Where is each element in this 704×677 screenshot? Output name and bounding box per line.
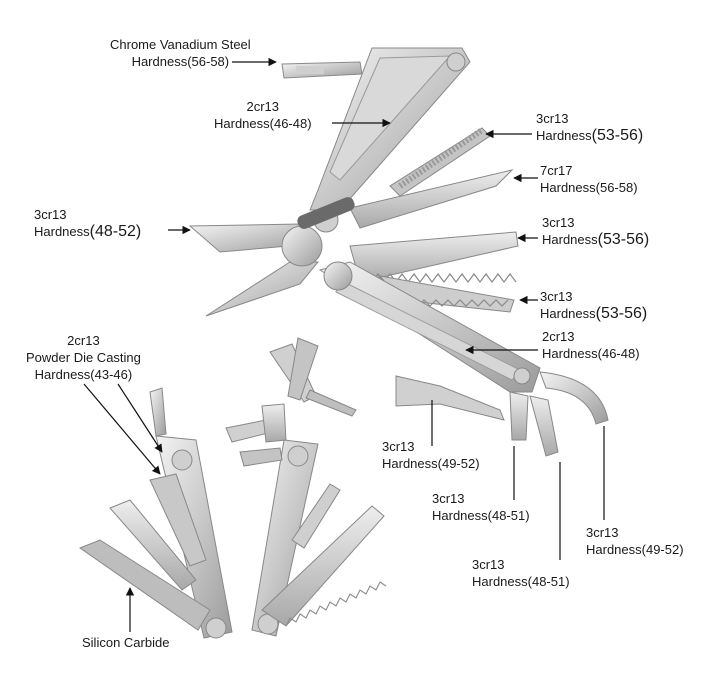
label-handle-bottom-hardness: Hardness(46-48) [542,346,640,361]
bottom-right-handle [251,439,319,637]
label-opener-hardness: Hardness(49-52) [586,542,684,557]
label-handle-top: 2cr13 Hardness(46-48) [214,98,312,132]
label-saw-mid-hardness: Hardness(53-56) [540,305,648,322]
label-knife: 7cr17 Hardness(56-58) [540,162,638,196]
label-pliers-hardness: Hardness(48-52) [34,223,142,240]
label-saw-top-material: 3cr13 [542,215,575,230]
label-scissors: 3cr13 Hardness(49-52) [382,438,480,472]
label-opener: 3cr13 Hardness(49-52) [586,524,684,558]
label-scissors-material: 3cr13 [382,439,415,454]
label-driver-2-material: 3cr13 [472,557,505,572]
label-driver-1: 3cr13 Hardness(48-51) [432,490,530,524]
bottom-bit [149,387,167,437]
label-opener-material: 3cr13 [586,525,619,540]
pliers-jaw [188,207,339,317]
callout-arrows [83,57,605,632]
label-die-cast: 2cr13 Powder Die Casting Hardness(43-46) [26,332,141,383]
label-handle-bottom: 2cr13 Hardness(46-48) [542,328,640,362]
knife-blade [349,169,514,229]
lower-handle [318,261,541,393]
label-file-hardness: Hardness(53-56) [536,127,644,144]
label-saw-mid-material: 3cr13 [540,289,573,304]
label-die-cast-hardness: Hardness(43-46) [34,367,133,382]
small-tools-fan [395,371,609,457]
label-bit-hardness: Hardness(56-58) [131,54,230,69]
label-handle-top-hardness: Hardness(46-48) [214,116,312,131]
stainless-badge [297,197,355,229]
saw-blade-top [349,231,519,283]
label-bit-material: Chrome Vanadium Steel [110,37,251,52]
label-handle-top-material: 2cr13 [246,99,280,114]
label-die-cast-material: 2cr13 [67,333,100,348]
label-die-cast-process: Powder Die Casting [26,350,141,365]
label-knife-hardness: Hardness(56-58) [540,180,638,195]
bottom-small-tools [225,403,287,467]
screwdriver-bit [281,61,363,79]
label-file: 3cr13 Hardness(53-56) [536,110,643,144]
label-saw-mid: 3cr13 Hardness(53-56) [540,288,647,322]
bottom-saw-blade [261,483,387,627]
label-sharpener-material: Silicon Carbide [82,635,170,650]
label-sharpener: Silicon Carbide [82,634,169,651]
label-handle-bottom-material: 2cr13 [542,329,575,344]
label-saw-top: 3cr13 Hardness(53-56) [542,214,649,248]
label-bit: Chrome Vanadium Steel Hardness(56-58) [110,36,251,70]
bottom-scissors [269,337,357,417]
bottom-sharpener-blade [78,473,211,631]
label-saw-top-hardness: Hardness(53-56) [542,231,650,248]
label-scissors-hardness: Hardness(49-52) [382,456,480,471]
label-file-material: 3cr13 [536,111,569,126]
label-pliers-material: 3cr13 [34,207,67,222]
label-driver-2: 3cr13 Hardness(48-51) [472,556,570,590]
label-driver-1-material: 3cr13 [432,491,465,506]
label-driver-1-hardness: Hardness(48-51) [432,508,530,523]
label-knife-material: 7cr17 [540,163,573,178]
label-driver-2-hardness: Hardness(48-51) [472,574,570,589]
label-pliers: 3cr13 Hardness(48-52) [34,206,141,240]
